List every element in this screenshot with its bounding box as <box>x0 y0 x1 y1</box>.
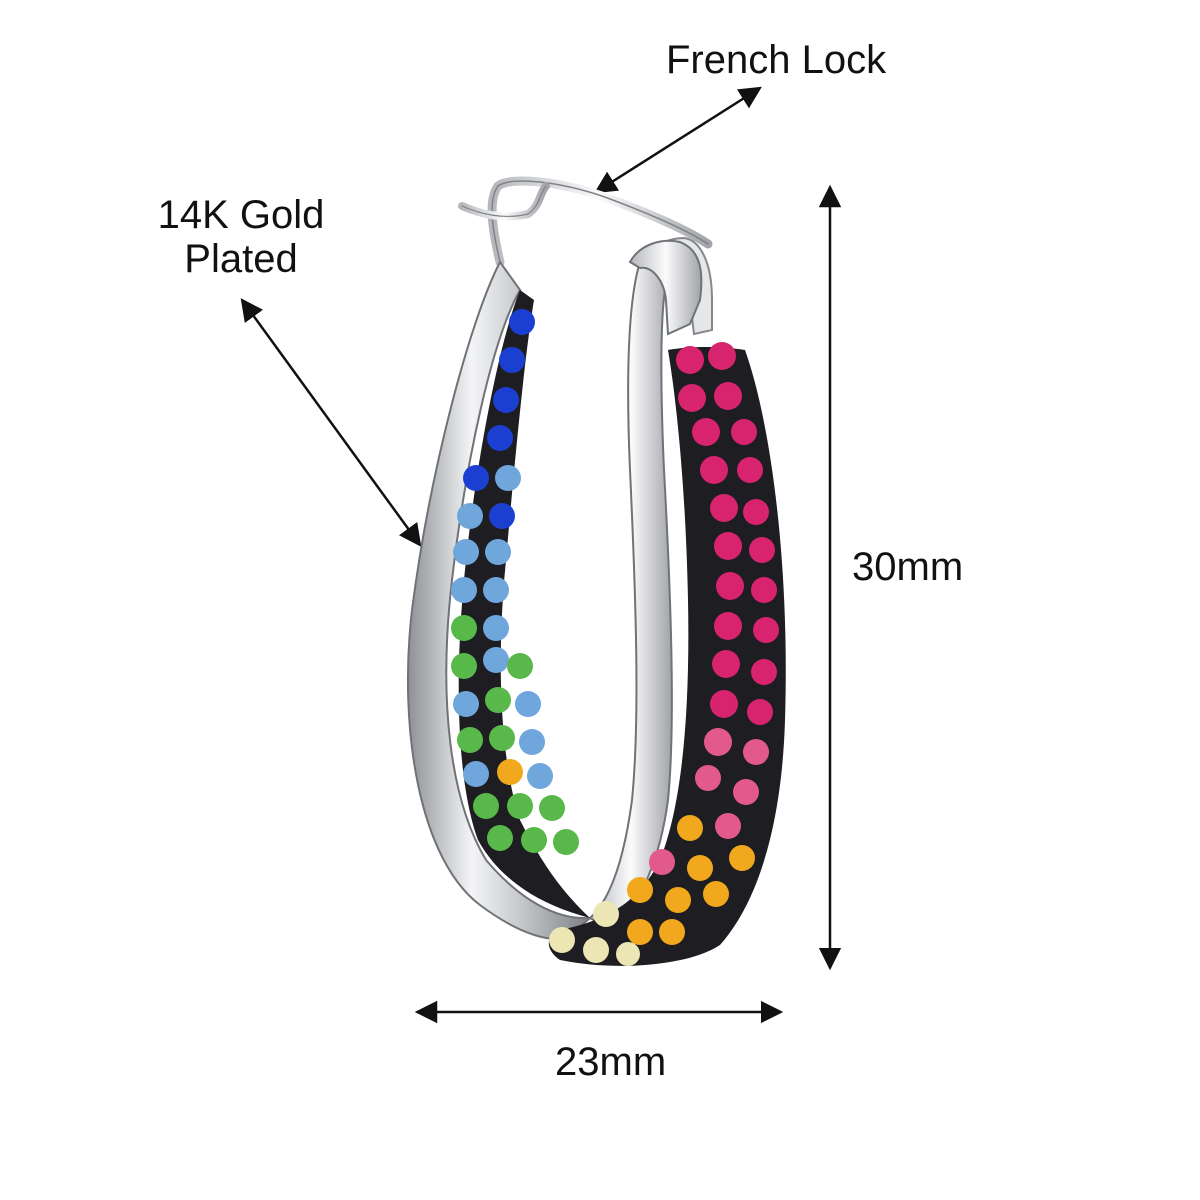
left-stone-rows <box>451 309 579 855</box>
gold-plated-pointer <box>240 298 422 547</box>
gold-plated-label-line2: Plated <box>184 237 298 281</box>
right-stone-rows <box>549 342 779 966</box>
height-label: 30mm <box>852 545 964 589</box>
gold-plated-label: 14K Gold Plated <box>150 193 332 281</box>
french-lock-label: French Lock <box>666 38 887 82</box>
width-label: 23mm <box>555 1040 667 1084</box>
gold-plated-label-line1: 14K Gold <box>157 193 325 237</box>
hinge-cap <box>628 239 703 336</box>
french-lock-pointer <box>594 86 762 194</box>
